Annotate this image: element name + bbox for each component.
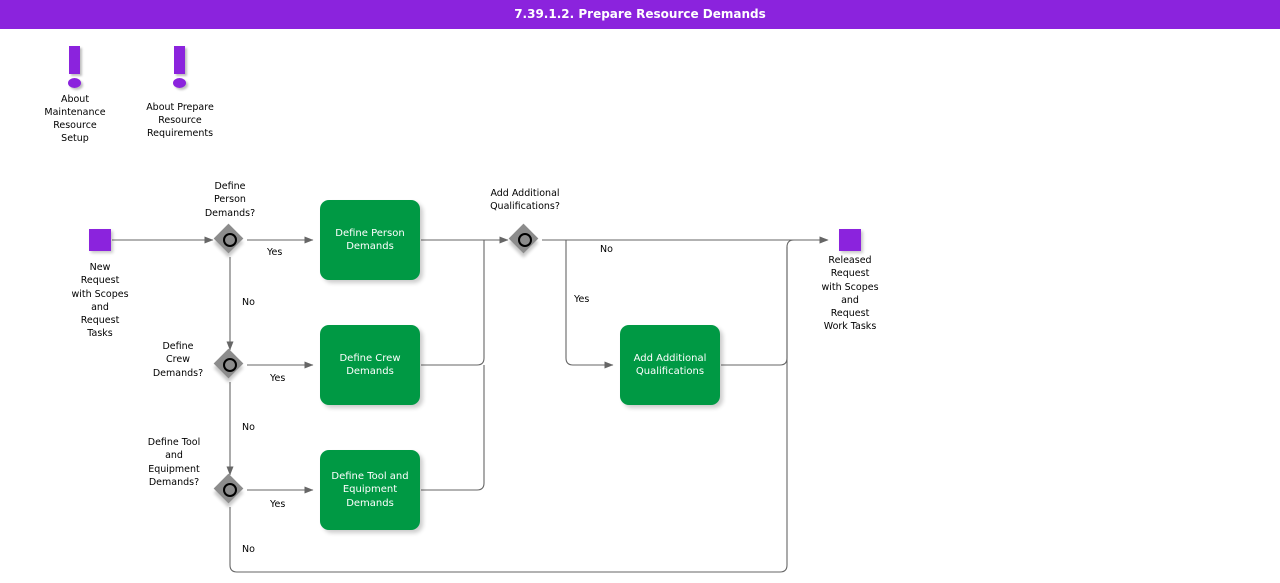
flow-gateway4-yes-stub <box>525 257 566 372</box>
diagram-canvas: About Maintenance Resource Setup About P… <box>0 29 1280 583</box>
gateway-add-additional-qualifications[interactable] <box>508 223 540 255</box>
gateway-define-tool-and-equipment-demands-label: Define Tool and Equipment Demands? <box>147 437 201 488</box>
gateway-define-crew-demands-label: Define Crew Demands? <box>152 341 204 379</box>
flow-gateway4-yes <box>565 240 614 369</box>
annotation-about-maintenance-resource-setup[interactable] <box>64 46 86 88</box>
flow-label-tool-yes: Yes <box>270 499 286 510</box>
annotation-about-prepare-resource-requirements[interactable] <box>169 46 191 88</box>
gateway-define-person-demands-label: Define Person Demands? <box>204 181 256 219</box>
inclusive-gateway-circle-icon <box>223 358 237 372</box>
start-event-label: New Request with Scopes and Request Task… <box>71 262 129 340</box>
flow-task-crew-merge <box>421 240 485 366</box>
gateway-define-tool-and-equipment-demands[interactable] <box>213 473 245 505</box>
page-title: 7.39.1.2. Prepare Resource Demands <box>514 7 766 21</box>
sequence-flow-layer <box>112 236 829 573</box>
title-bar: 7.39.1.2. Prepare Resource Demands <box>0 0 1280 29</box>
inclusive-gateway-circle-icon <box>223 233 237 247</box>
flow-label-person-yes: Yes <box>267 247 283 258</box>
task-define-tool-and-equipment-demands[interactable]: Define Tool and Equipment Demands <box>320 450 420 530</box>
flow-task-qualifications-merge <box>721 247 788 366</box>
task-define-person-demands-label: Define Person Demands <box>335 227 405 253</box>
task-add-additional-qualifications-label: Add Additional Qualifications <box>633 352 707 378</box>
end-event[interactable] <box>839 229 861 251</box>
task-define-crew-demands-label: Define Crew Demands <box>339 352 401 378</box>
inclusive-gateway-circle-icon <box>518 233 532 247</box>
end-event-label: Released Request with Scopes and Request… <box>821 255 879 333</box>
exclamation-icon <box>169 46 191 88</box>
annotation-about-maintenance-resource-setup-label: About Maintenance Resource Setup <box>44 94 106 144</box>
exclamation-dot <box>173 78 186 88</box>
flow-label-person-no: No <box>242 297 255 308</box>
flow-label-tool-no: No <box>242 544 255 555</box>
flow-label-qualifications-no: No <box>600 244 613 255</box>
exclamation-icon <box>64 46 86 88</box>
task-add-additional-qualifications[interactable]: Add Additional Qualifications <box>620 325 720 405</box>
task-define-crew-demands[interactable]: Define Crew Demands <box>320 325 420 405</box>
exclamation-bar <box>174 46 185 74</box>
flow-label-qualifications-yes: Yes <box>574 294 590 305</box>
start-event[interactable] <box>89 229 111 251</box>
annotation-about-prepare-resource-requirements-label: About Prepare Resource Requirements <box>146 102 214 139</box>
flow-gateway3-no <box>229 236 829 573</box>
task-define-tool-and-equipment-demands-label: Define Tool and Equipment Demands <box>331 470 409 509</box>
flow-label-crew-yes: Yes <box>270 373 286 384</box>
inclusive-gateway-circle-icon <box>223 483 237 497</box>
exclamation-dot <box>68 78 81 88</box>
gateway-add-additional-qualifications-label: Add Additional Qualifications? <box>490 188 560 213</box>
exclamation-bar <box>69 46 80 74</box>
task-define-person-demands[interactable]: Define Person Demands <box>320 200 420 280</box>
flow-label-crew-no: No <box>242 422 255 433</box>
gateway-define-crew-demands[interactable] <box>213 348 245 380</box>
gateway-define-person-demands[interactable] <box>213 223 245 255</box>
flow-task-tool-merge <box>421 365 485 491</box>
